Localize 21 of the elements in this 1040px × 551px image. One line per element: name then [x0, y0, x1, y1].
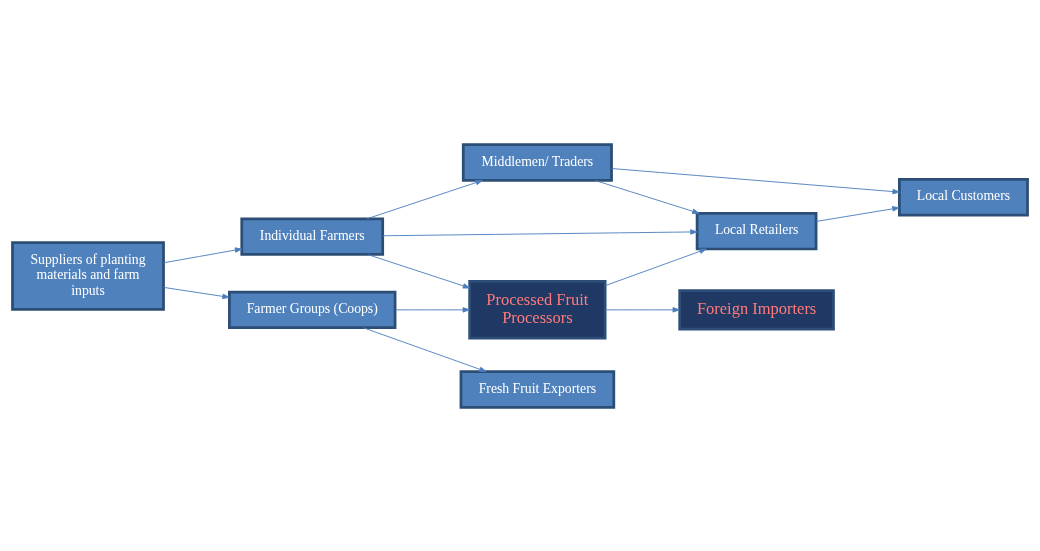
node-box: Local Retailers: [695, 211, 818, 250]
node-box: Fresh Fruit Exporters: [459, 369, 616, 409]
arrow: [362, 326, 487, 372]
arrow: [382, 228, 698, 236]
arrow: [604, 248, 707, 286]
arrow: [594, 179, 700, 214]
node-box: Suppliers of planting materials and farm inputs: [11, 240, 165, 311]
arrow: [604, 306, 680, 313]
arrow: [394, 306, 470, 313]
node-box: Farmer Groups (Coops): [228, 290, 397, 329]
node-box: Foreign Importers: [678, 288, 835, 330]
arrow: [367, 253, 471, 289]
arrow: [163, 246, 243, 263]
arrow: [815, 205, 900, 222]
arrow: [366, 179, 483, 219]
arrow: [163, 286, 230, 299]
node-box: Local Customers: [898, 177, 1029, 216]
node-box: Individual Farmers: [240, 216, 385, 256]
node-box: Middlemen/ Traders: [461, 142, 613, 182]
arrow: [611, 167, 900, 194]
node-box: Processed Fruit Processors: [468, 279, 607, 340]
